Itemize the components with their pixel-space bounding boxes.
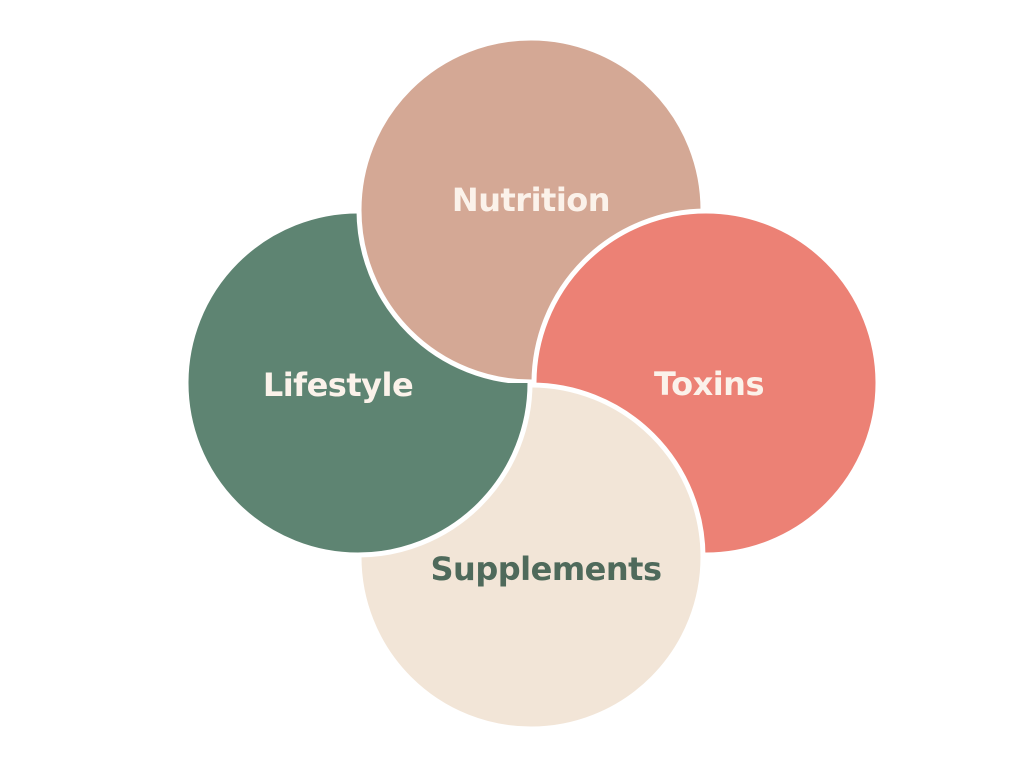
nutrition-label: Nutrition [452,181,610,219]
lifestyle-circle-overlap [183,383,533,558]
supplements-label: Supplements [431,550,662,588]
toxins-label: Toxins [654,365,764,403]
lifestyle-label: Lifestyle [263,366,413,404]
